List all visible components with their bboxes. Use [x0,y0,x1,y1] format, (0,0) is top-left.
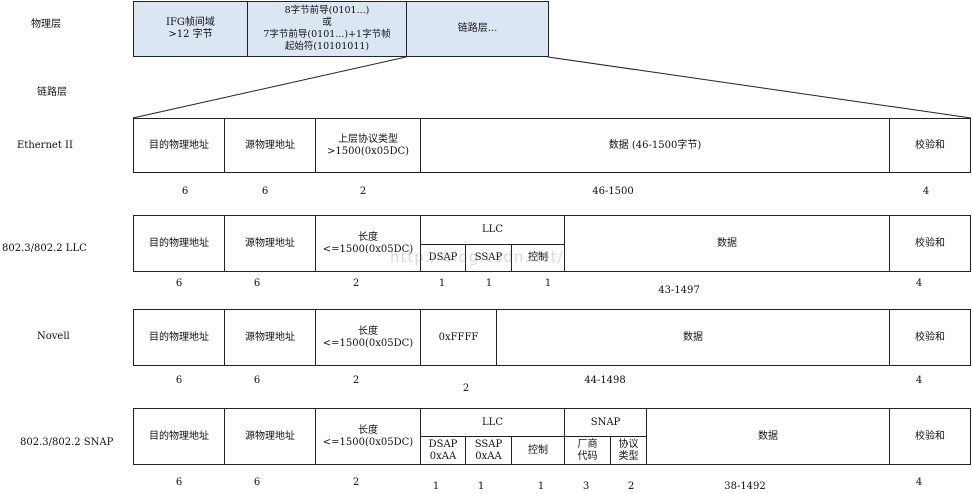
llc-size-data: 43-1497 [658,285,700,296]
llc-size-src: 6 [253,278,261,289]
zoom-line-left [132,56,407,119]
llc-size-control: 1 [544,278,552,289]
novell-size-src: 6 [253,375,261,386]
novell-size-fcs: 4 [915,375,923,386]
snap-protocol-field: 协议 类型 [610,436,647,465]
label-physical-layer: 物理层 [31,19,61,30]
llc-src-field: 源物理地址 [224,215,316,272]
snap-size-fcs: 4 [915,477,923,488]
snap-data-field: 数据 [646,408,890,465]
novell-fcs-field: 校验和 [889,309,971,366]
llc-size-length: 2 [352,278,360,289]
eth2-src-field: 源物理地址 [224,118,316,173]
llc-size-ssap: 1 [485,278,493,289]
eth2-size-src: 6 [261,186,269,197]
llc-size-dsap: 1 [438,278,446,289]
llc-dst-field: 目的物理地址 [133,215,225,272]
zoom-line-right [547,56,972,119]
label-link-layer: 链路层 [37,87,67,98]
snap-length-field: 长度 <=1500(0x05DC) [315,408,421,465]
llc-size-fcs: 4 [915,278,923,289]
llc-data-field: 数据 [564,215,890,272]
snap-vendor-field: 厂商 代码 [564,436,611,465]
novell-dst-field: 目的物理地址 [133,309,225,366]
eth2-dst-field: 目的物理地址 [133,118,225,173]
novell-ffff-field: 0xFFFF [420,309,497,366]
snap-size-vendor: 3 [582,481,590,492]
label-novell: Novell [37,331,70,342]
novell-src-field: 源物理地址 [224,309,316,366]
snap-size-protocol: 2 [627,481,635,492]
novell-size-ffff: 2 [462,383,470,394]
eth2-fcs-field: 校验和 [889,118,971,173]
llc-fcs-field: 校验和 [889,215,971,272]
snap-size-data: 38-1492 [724,481,766,492]
snap-size-control: 1 [537,481,545,492]
novell-size-data: 44-1498 [584,375,626,386]
eth2-type-field: 上层协议类型 >1500(0x05DC) [315,118,421,173]
snap-size-src: 6 [253,477,261,488]
eth2-size-type: 2 [359,186,367,197]
snap-dst-field: 目的物理地址 [133,408,225,465]
novell-size-dst: 6 [175,375,183,386]
snap-src-field: 源物理地址 [224,408,316,465]
snap-control-field: 控制 [511,436,565,465]
label-snap: 802.3/802.2 SNAP [20,437,114,448]
snap-size-length: 2 [352,477,360,488]
eth2-size-data: 46-1500 [592,186,634,197]
phys-ifg-field: IFG帧间域 >12 字节 [133,1,248,57]
snap-dsap-field: DSAP 0xAA [420,436,466,465]
llc-size-dst: 6 [175,278,183,289]
snap-ssap-field: SSAP 0xAA [465,436,512,465]
snap-fcs-field: 校验和 [889,408,971,465]
phys-linklayer-field: 链路层... [406,1,549,57]
snap-size-ssap: 1 [477,481,485,492]
novell-size-length: 2 [352,375,360,386]
novell-length-field: 长度 <=1500(0x05DC) [315,309,421,366]
watermark-text: http://blog.csdn.net/ [390,248,564,266]
snap-llc-title: LLC [420,408,565,437]
snap-size-dst: 6 [175,477,183,488]
novell-data-field: 数据 [496,309,890,366]
eth2-size-fcs: 4 [922,186,930,197]
snap-snap-title: SNAP [564,408,647,437]
eth2-data-field: 数据 (46-1500字节) [420,118,890,173]
snap-size-dsap: 1 [432,481,440,492]
eth2-size-dst: 6 [181,186,189,197]
label-ethernet2: Ethernet II [17,140,73,151]
llc-header-title: LLC [420,215,565,245]
phys-preamble-field: 8字节前导(0101...) 或 7字节前导(0101...)+1字节帧 起始符… [247,1,407,57]
label-llc: 802.3/802.2 LLC [2,243,87,254]
